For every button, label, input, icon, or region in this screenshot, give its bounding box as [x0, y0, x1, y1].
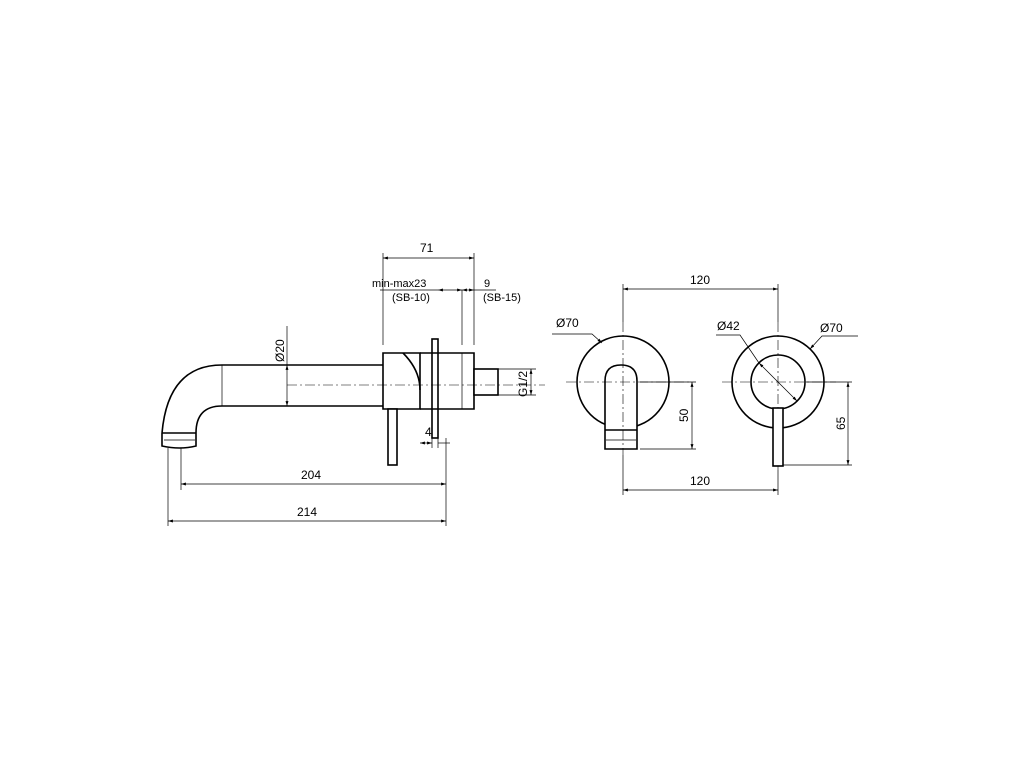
dim-g12-label: G1/2	[516, 371, 530, 397]
sleeve	[420, 352, 475, 410]
dim-9-label: 9	[484, 278, 490, 290]
dim-d42-label: Ø42	[717, 319, 740, 333]
dim-d70-spout-label: Ø70	[556, 316, 579, 330]
lever-handle	[387, 408, 398, 466]
dim-50-label: 50	[677, 408, 691, 422]
threaded-connector	[473, 368, 499, 396]
dim-d20-label: Ø20	[273, 339, 287, 362]
dim-minmax-label: min-max23	[372, 278, 426, 290]
mixer-body	[382, 352, 421, 410]
dim-4-label: 4	[425, 425, 432, 439]
dim-120-bottom-label: 120	[690, 474, 710, 488]
leader-d70-spout	[552, 333, 603, 344]
mixer-lever-front	[772, 407, 784, 467]
leader-d42	[758, 362, 798, 402]
front-view-spout: Ø70 50 120 120	[552, 273, 779, 495]
mixer-body-curve	[402, 352, 421, 391]
dim-120-top-label: 120	[690, 273, 710, 287]
leader-d70-mixer	[809, 335, 858, 350]
wall-plate	[431, 338, 439, 439]
spout-front-outline	[604, 364, 638, 450]
dim-65-label: 65	[834, 416, 848, 430]
dim-204-label: 204	[301, 468, 321, 482]
dim-d70-mixer-label: Ø70	[820, 321, 843, 335]
front-view-mixer: Ø42 Ø70 65	[716, 319, 858, 470]
dim-71-label: 71	[420, 241, 434, 255]
side-view: 71 min-max23 (SB-10) 9 (SB-15) Ø20 G1/2 …	[161, 241, 545, 526]
dim-sb15-label: (SB-15)	[483, 292, 521, 304]
dim-sb10-label: (SB-10)	[392, 292, 430, 304]
spout-outline	[161, 364, 383, 449]
dim-214-label: 214	[297, 505, 317, 519]
